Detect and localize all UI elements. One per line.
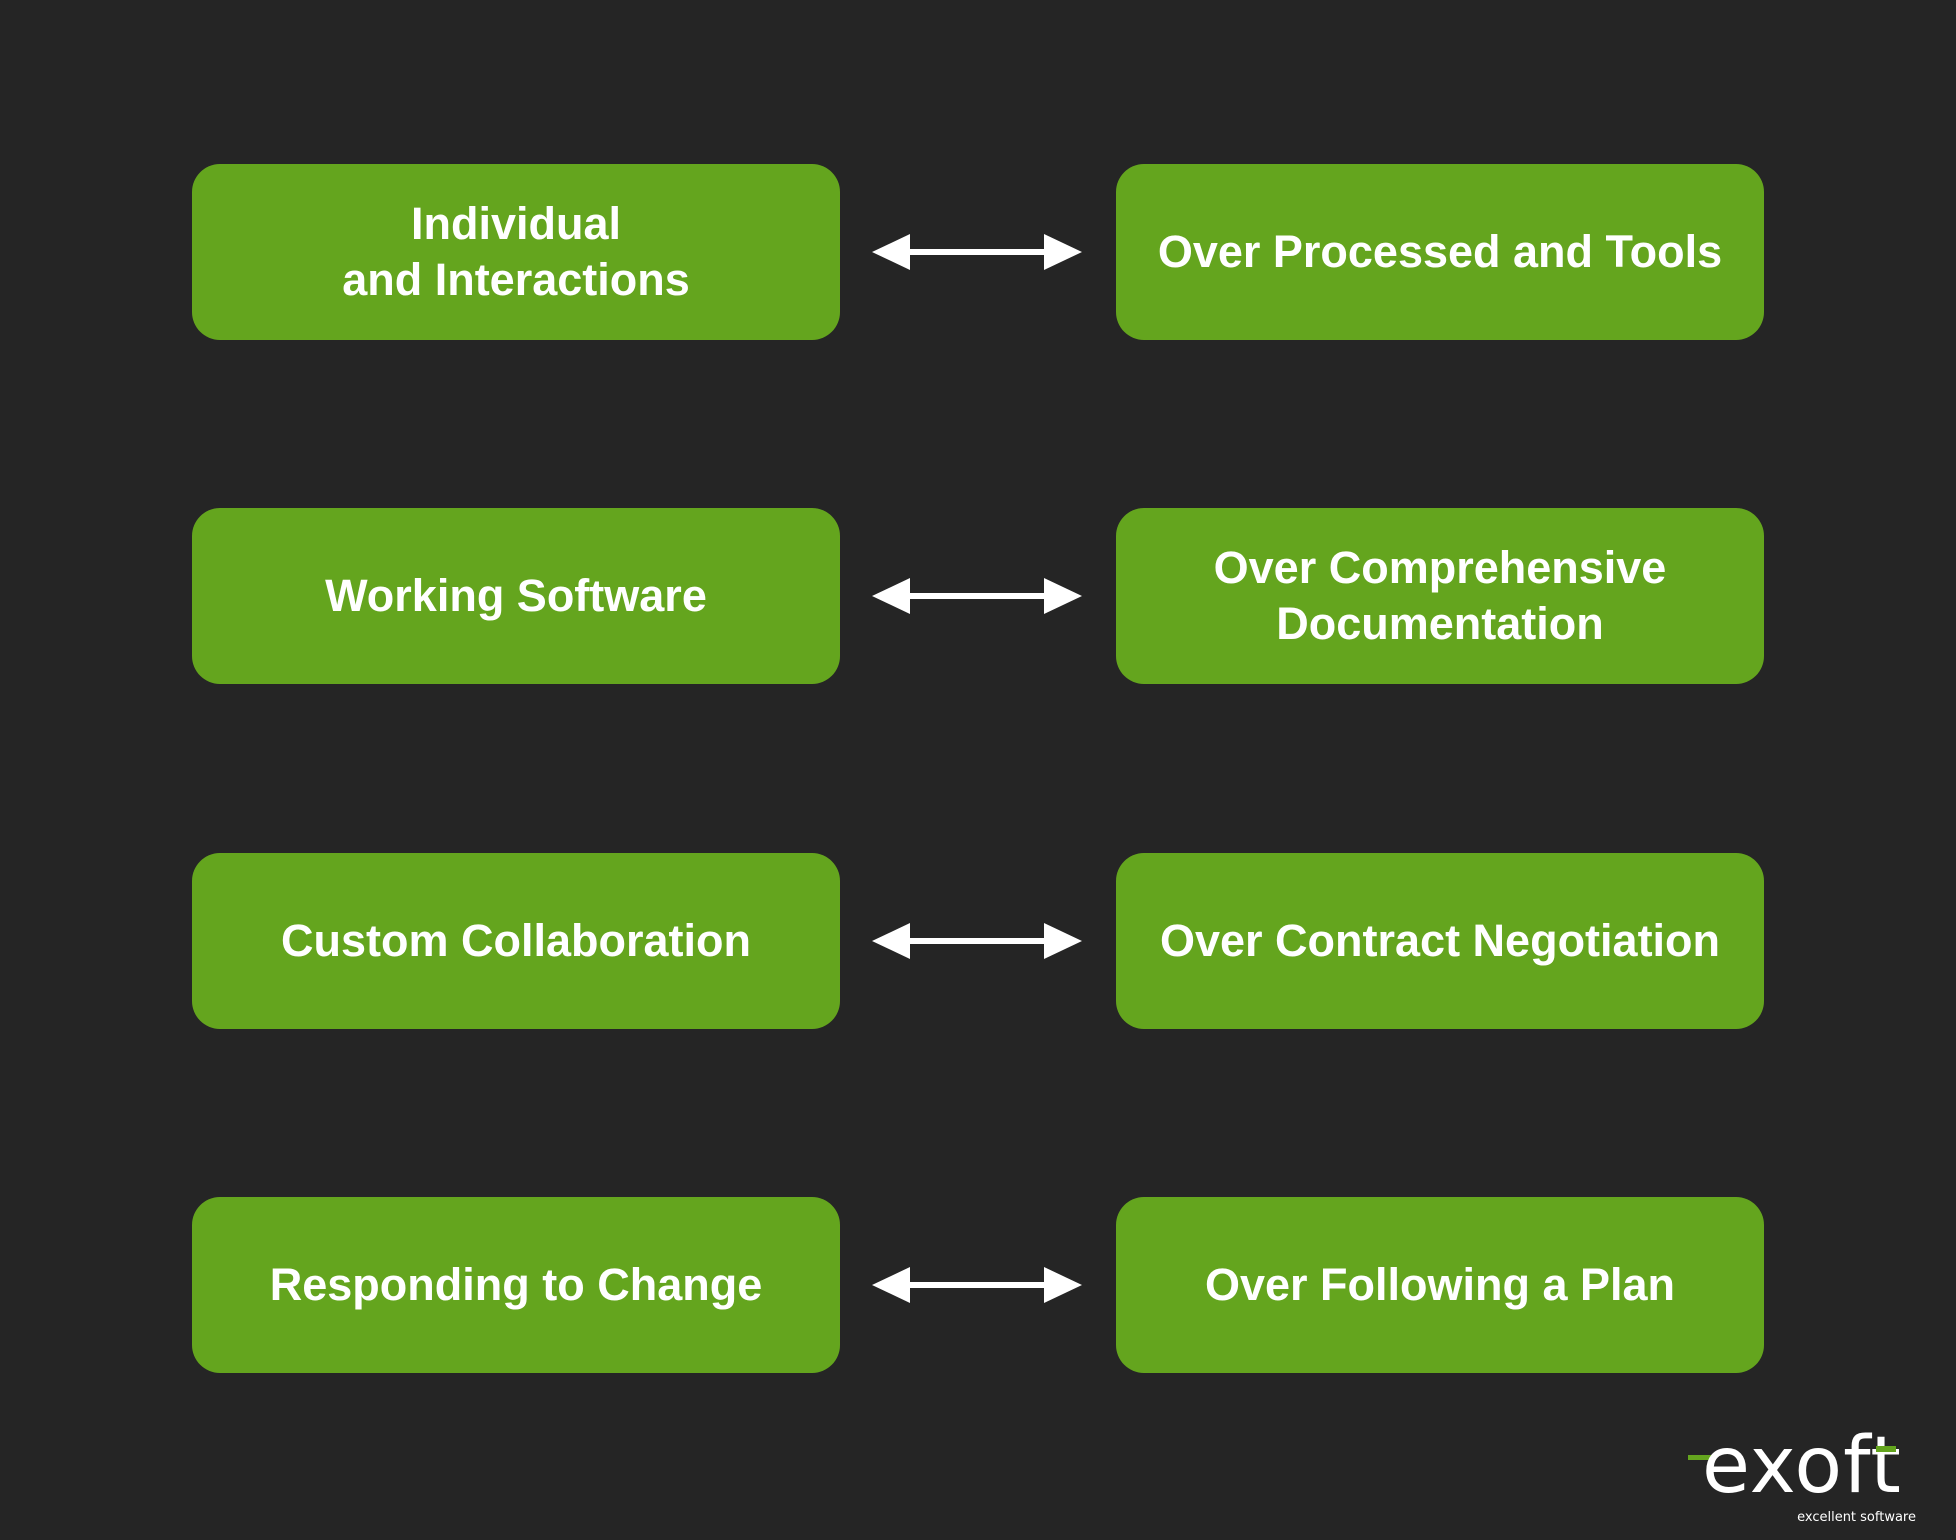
pair-row-1: Individual and Interactions Over Process…: [0, 164, 1956, 340]
left-value-box-3: Custom Collaboration: [192, 853, 840, 1029]
double-arrow-icon: [872, 1267, 1082, 1303]
right-value-box-2: Over Comprehensive Documentation: [1116, 508, 1764, 684]
left-value-box-4: Responding to Change: [192, 1197, 840, 1373]
exoft-logo: exoft excellent software: [1680, 1410, 1920, 1530]
pair-row-2: Working Software Over Comprehensive Docu…: [0, 508, 1956, 684]
logo-tagline: excellent software: [1797, 1510, 1916, 1525]
pair-row-4: Responding to Change Over Following a Pl…: [0, 1197, 1956, 1373]
double-arrow-icon: [872, 578, 1082, 614]
left-value-box-2: Working Software: [192, 508, 840, 684]
double-arrow-icon: [872, 923, 1082, 959]
right-value-box-3: Over Contract Negotiation: [1116, 853, 1764, 1029]
double-arrow-icon: [872, 234, 1082, 270]
logo-t-accent: [1876, 1446, 1896, 1452]
pair-row-3: Custom Collaboration Over Contract Negot…: [0, 853, 1956, 1029]
right-value-box-4: Over Following a Plan: [1116, 1197, 1764, 1373]
right-value-box-1: Over Processed and Tools: [1116, 164, 1764, 340]
logo-wordmark: exoft: [1702, 1421, 1902, 1511]
left-value-box-1: Individual and Interactions: [192, 164, 840, 340]
logo-accent-bar: [1688, 1455, 1714, 1460]
